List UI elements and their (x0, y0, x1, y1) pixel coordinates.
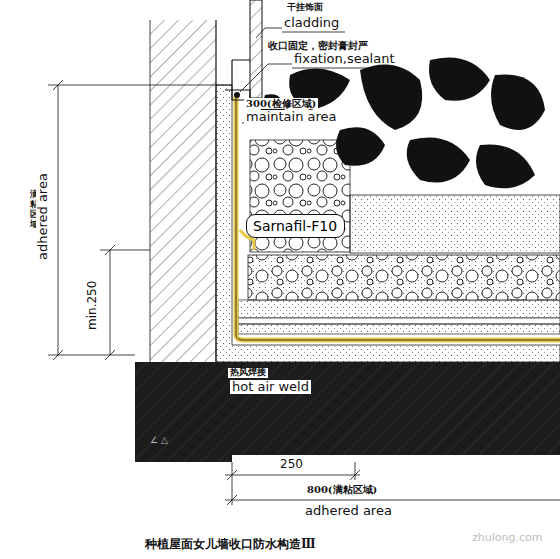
callout-label: 热风焊接 (228, 368, 268, 378)
membrane-tag: Sarnafil-F10 (246, 214, 345, 238)
dimension-label: adhered area (36, 173, 50, 260)
callout-label: 800(满粘区域) (305, 484, 379, 495)
callout-label: 300(检修区域) (244, 98, 318, 109)
svg-text:∠ △: ∠ △ (150, 435, 168, 445)
dimension-label: min.250 (86, 281, 99, 330)
callout-label: hot air weld (230, 380, 311, 394)
callout-label: cladding (284, 16, 339, 30)
callout-label: adhered area (305, 504, 392, 518)
membrane-name: Sarnafil-F10 (247, 215, 344, 237)
callout-label: 250 (278, 458, 305, 471)
callout-label: fixation,sealant (294, 52, 395, 66)
watermark: zhulong.com (472, 532, 542, 544)
callout-label: maintain area (244, 110, 339, 124)
callout-label: 干挂饰面 (287, 3, 323, 13)
caption: 种植屋面女儿墙收口防水构造Ⅲ (145, 538, 316, 551)
callout-label: 收口固定，密封膏封严 (268, 40, 368, 51)
